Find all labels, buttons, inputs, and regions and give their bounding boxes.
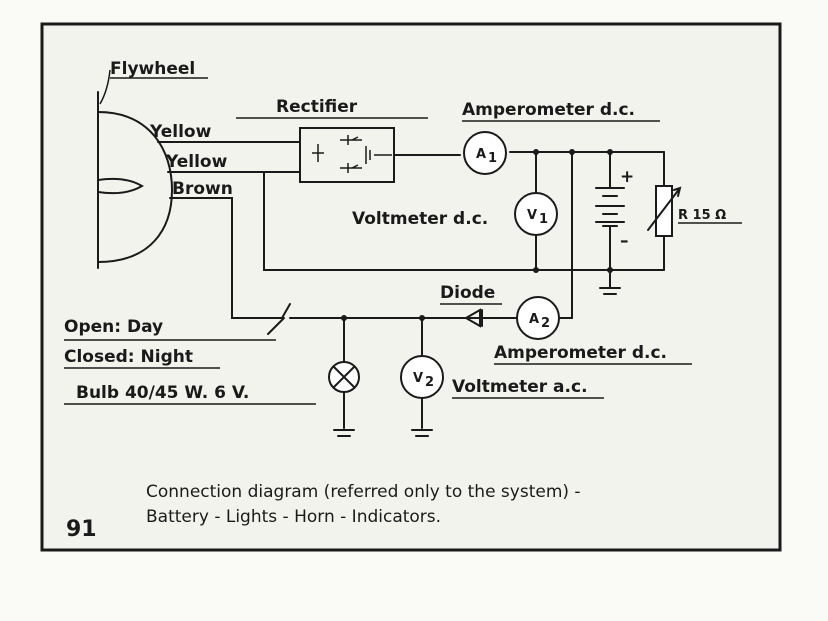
wire-bus-to-a2 bbox=[559, 151, 573, 319]
label-closed-night: Closed: Night bbox=[64, 347, 193, 367]
label-yellow-1: Yellow bbox=[149, 122, 212, 142]
variable-resistor bbox=[655, 185, 673, 237]
label-rectifier: Rectifier bbox=[276, 97, 358, 117]
voltmeter-v1 bbox=[514, 192, 558, 236]
label-amperometer-dc-2: Amperometer d.c. bbox=[494, 343, 667, 363]
label-diode: Diode bbox=[440, 283, 495, 303]
ground-icon-battery bbox=[599, 269, 621, 295]
ground-icon-lamp bbox=[333, 429, 355, 437]
a1-subscript: 1 bbox=[488, 151, 497, 166]
label-bulb: Bulb 40/45 W. 6 V. bbox=[76, 383, 249, 403]
flywheel-icon bbox=[97, 91, 174, 269]
label-resistor: R 15 Ω bbox=[678, 208, 726, 223]
rectifier-diode-icons bbox=[312, 135, 392, 173]
voltmeter-v2 bbox=[400, 355, 444, 399]
v2-subscript: 2 bbox=[425, 375, 434, 390]
caption-line-1: Connection diagram (referred only to the… bbox=[146, 482, 581, 502]
v2-symbol: V bbox=[413, 371, 423, 386]
battery-plus: + bbox=[620, 167, 634, 187]
label-yellow-2: Yellow bbox=[165, 152, 228, 172]
wire-dc-return bbox=[263, 171, 665, 271]
caption-line-2: Battery - Lights - Horn - Indicators. bbox=[146, 507, 441, 527]
switch-lever bbox=[267, 317, 285, 335]
a2-symbol: A bbox=[529, 312, 539, 327]
label-amperometer-dc-1: Amperometer d.c. bbox=[462, 100, 635, 120]
amperometer-a2 bbox=[516, 296, 560, 340]
lamp-cross bbox=[333, 366, 355, 388]
amperometer-a1 bbox=[463, 131, 507, 175]
diode-icon bbox=[463, 308, 483, 328]
label-flywheel: Flywheel bbox=[110, 59, 195, 79]
battery-icon bbox=[595, 151, 625, 271]
wire-brown bbox=[169, 197, 283, 319]
v1-subscript: 1 bbox=[539, 212, 548, 227]
diagram-frame bbox=[40, 22, 782, 552]
label-voltmeter-ac: Voltmeter a.c. bbox=[452, 377, 588, 397]
resistor-adjust-arrow bbox=[647, 186, 682, 231]
label-brown: Brown bbox=[172, 179, 233, 199]
flywheel-leader bbox=[99, 69, 111, 105]
junction-dots bbox=[341, 149, 613, 321]
battery-minus: – bbox=[620, 231, 629, 251]
a2-subscript: 2 bbox=[541, 316, 550, 331]
label-voltmeter-dc: Voltmeter d.c. bbox=[352, 209, 488, 229]
wire-lighting-line bbox=[281, 303, 517, 319]
ground-icon-v2 bbox=[411, 429, 433, 437]
figure-number: 91 bbox=[66, 517, 97, 542]
label-open-day: Open: Day bbox=[64, 317, 163, 337]
v1-symbol: V bbox=[527, 208, 537, 223]
a1-symbol: A bbox=[476, 147, 486, 162]
